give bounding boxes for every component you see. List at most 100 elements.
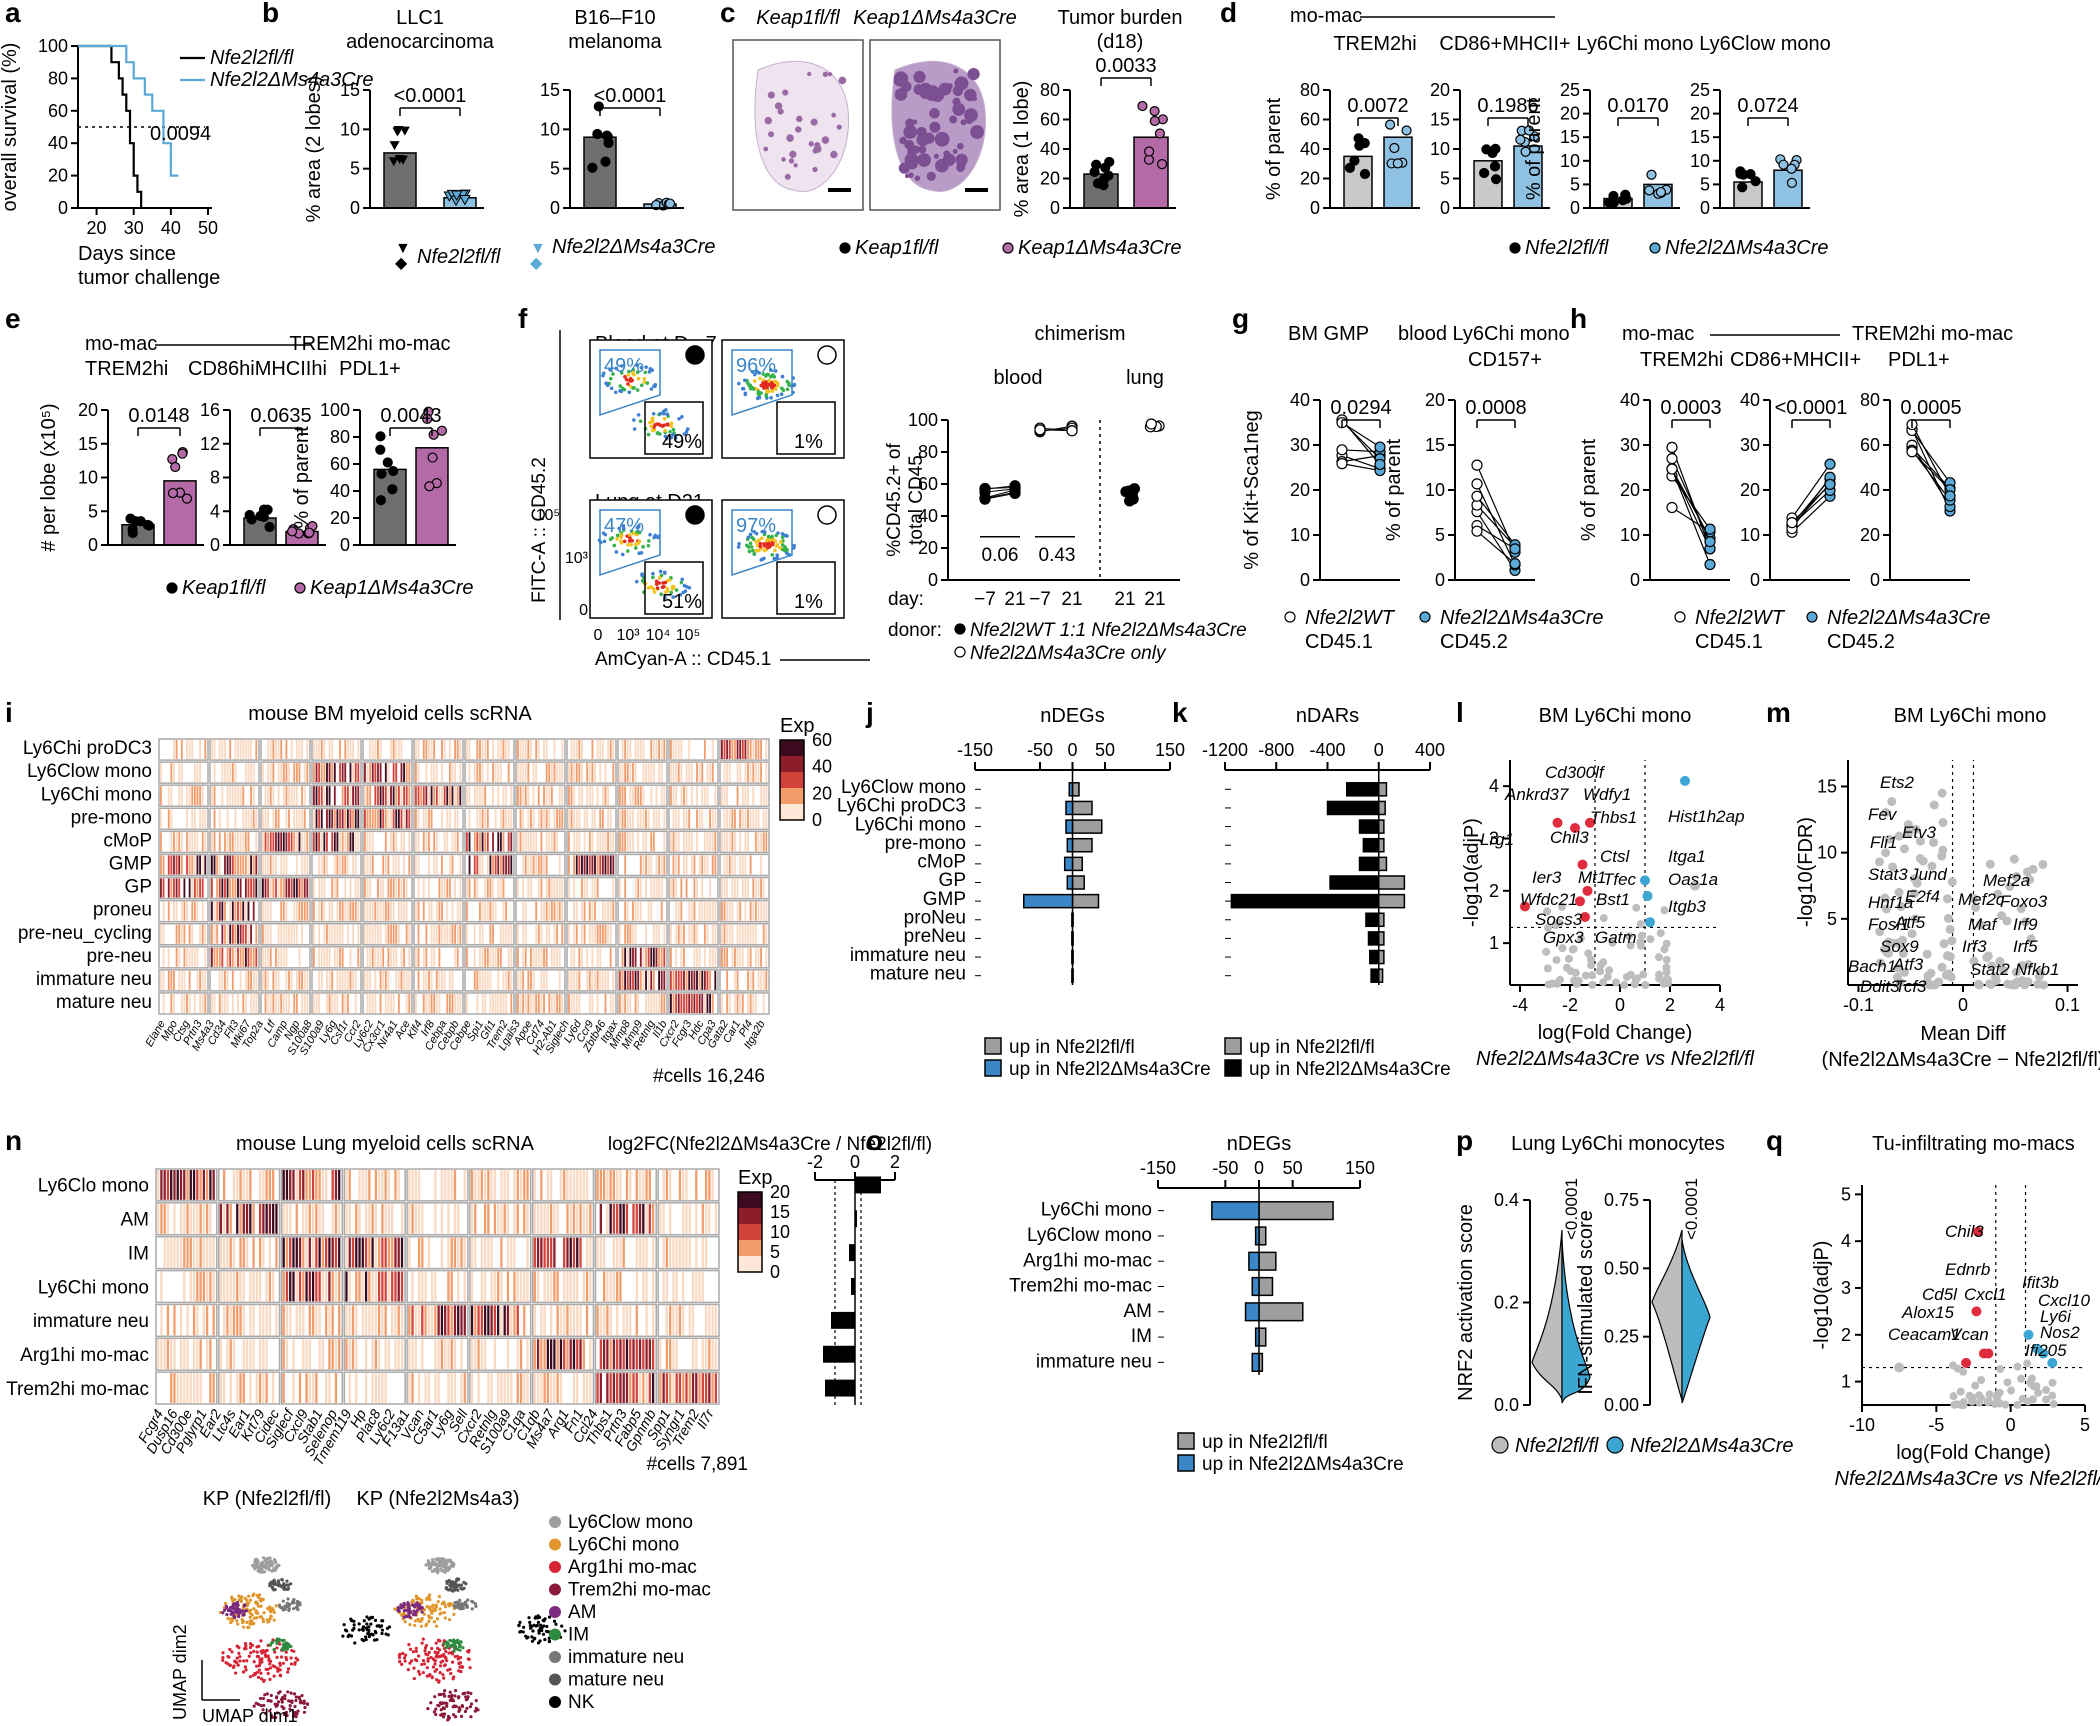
- flow-event: [601, 371, 606, 376]
- heatmap-cell: [473, 786, 476, 806]
- y-tick-label: 15: [1425, 435, 1445, 455]
- heatmap-cell: [624, 855, 627, 875]
- heatmap-cell: [315, 809, 318, 829]
- heatmap-cell: [589, 1203, 592, 1234]
- heatmap-cell: [726, 786, 729, 806]
- heatmap-cell: [660, 740, 663, 760]
- heatmap-cell: [186, 786, 188, 806]
- legend-label: up in Nfe2l2fl/fl: [1249, 1037, 1375, 1058]
- heatmap-cell: [527, 740, 530, 760]
- data-point: [2025, 875, 2035, 885]
- heatmap-cell: [677, 993, 680, 1013]
- heatmap-cell: [188, 970, 191, 990]
- heatmap-cell: [575, 924, 578, 944]
- heatmap-cell: [765, 832, 768, 852]
- y-tick-label: 60: [1300, 110, 1320, 130]
- heatmap-cell: [685, 786, 688, 806]
- heatmap-block: [464, 761, 515, 784]
- y-tick-label: 80: [1860, 390, 1880, 410]
- heatmap-cell: [205, 1271, 209, 1302]
- tumor-nodule: [898, 162, 910, 174]
- category-label: proNeu: [904, 908, 966, 929]
- paired-line: [1476, 511, 1516, 571]
- umap-point: [267, 1568, 271, 1572]
- heatmap-cell: [454, 993, 456, 1013]
- heatmap-cell: [642, 855, 645, 875]
- heatmap-cell: [397, 786, 400, 806]
- heatmap-cell: [298, 970, 301, 990]
- heatmap-cell: [479, 947, 481, 967]
- heatmap-cell: [252, 809, 255, 829]
- heatmap-cell: [218, 878, 221, 898]
- heatmap-cell: [417, 901, 420, 921]
- heatmap-cell: [224, 878, 226, 898]
- heatmap-cell: [277, 809, 280, 829]
- heatmap-cell: [400, 901, 403, 921]
- heatmap-cell: [754, 993, 757, 1013]
- heatmap-cell: [250, 993, 252, 1013]
- heatmap-cell: [361, 1305, 364, 1336]
- flow-event: [773, 387, 778, 391]
- heatmap-cell: [188, 993, 191, 1013]
- heatmap-cell: [680, 786, 683, 806]
- heatmap-cell: [183, 1203, 186, 1234]
- heatmap-cell: [566, 1237, 569, 1268]
- heatmap-cell: [556, 878, 558, 898]
- heatmap-cell: [272, 763, 275, 783]
- heatmap-cell: [258, 1339, 262, 1370]
- heatmap-cell: [272, 832, 275, 852]
- flow-event: [754, 369, 759, 373]
- panel-letter-d: d: [1220, 0, 1237, 28]
- legend-swatch: [1177, 1454, 1195, 1472]
- heatmap-cell: [374, 1305, 378, 1336]
- heatmap-cell: [354, 970, 357, 990]
- data-point: [1471, 478, 1483, 490]
- gate-percent: 49%: [604, 355, 644, 377]
- heatmap-cell: [530, 970, 532, 990]
- heatmap-cell: [543, 993, 545, 1013]
- gene-label: Atf5: [1894, 913, 1926, 932]
- heatmap-cell: [582, 1271, 585, 1302]
- heatmap-cell: [714, 901, 717, 921]
- heatmap-cell: [543, 970, 545, 990]
- heatmap-cell: [723, 855, 726, 875]
- heatmap-cell: [262, 970, 264, 990]
- heatmap-cell: [625, 1203, 629, 1234]
- heatmap-cell: [752, 763, 755, 783]
- heatmap-cell: [556, 809, 558, 829]
- heatmap-cell: [315, 1203, 318, 1234]
- heatmap-cell: [540, 947, 543, 967]
- data-point: [1690, 880, 1700, 891]
- data-point: [1824, 478, 1836, 491]
- heatmap-cell: [563, 1237, 566, 1268]
- heatmap-cell: [696, 970, 698, 990]
- heatmap-cell: [477, 1305, 480, 1336]
- heatmap-cell: [460, 1339, 463, 1370]
- heatmap-cell: [178, 970, 181, 990]
- data-point: [2028, 864, 2038, 874]
- heatmap-cell: [675, 809, 678, 829]
- heatmap-cell: [403, 832, 405, 852]
- bar: [415, 447, 449, 546]
- paired-line: [1476, 495, 1516, 546]
- heatmap-cell: [543, 1373, 546, 1403]
- y-tick-label: 10: [340, 119, 360, 139]
- heatmap-cell: [728, 855, 731, 875]
- heatmap-cell: [193, 901, 196, 921]
- heatmap-cell: [693, 970, 696, 990]
- heatmap-cell: [384, 970, 387, 990]
- heatmap-cell: [428, 740, 430, 760]
- y-tick-label: 20: [1290, 480, 1310, 500]
- heatmap-cell: [451, 970, 454, 990]
- heatmap-cell: [588, 855, 591, 875]
- y-tick-label: 10: [1817, 843, 1837, 863]
- heatmap-cell: [346, 924, 349, 944]
- heatmap-cell: [415, 855, 417, 875]
- heatmap-cell: [760, 901, 762, 921]
- heatmap-cell: [244, 740, 247, 760]
- heatmap-cell: [298, 1237, 302, 1268]
- heatmap-cell: [489, 855, 492, 875]
